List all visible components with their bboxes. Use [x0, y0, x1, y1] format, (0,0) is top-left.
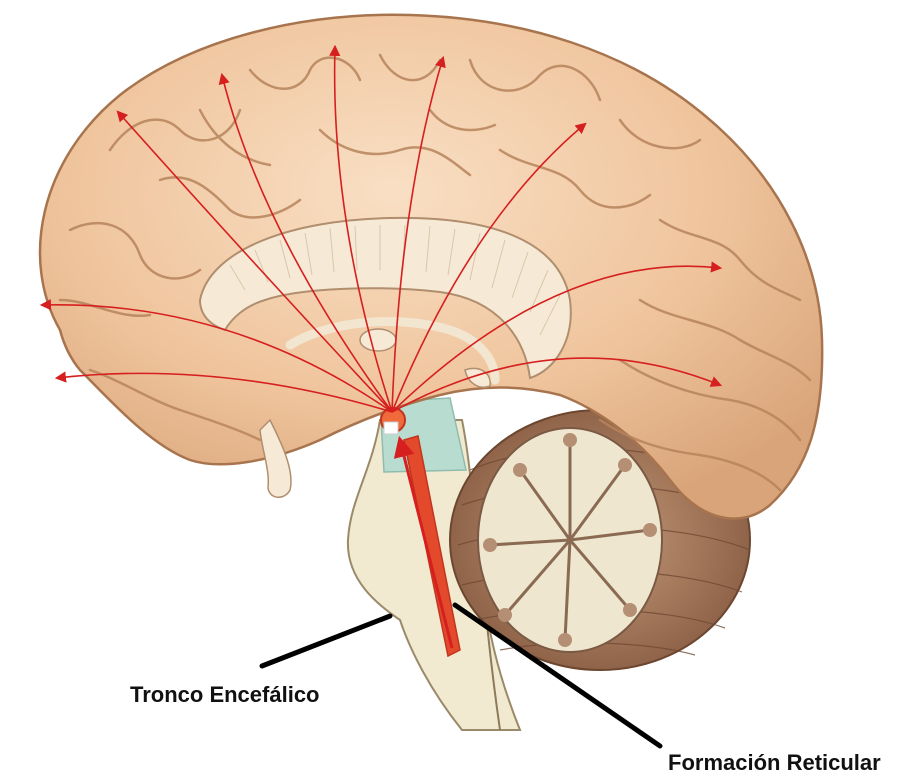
reticular-formation-label: Formación Reticular: [668, 752, 881, 774]
brainstem-label: Tronco Encefálico: [130, 684, 320, 706]
origin-marker: [384, 422, 398, 434]
brainstem-leader-line: [262, 616, 390, 666]
interthalamic-adhesion: [360, 329, 396, 351]
